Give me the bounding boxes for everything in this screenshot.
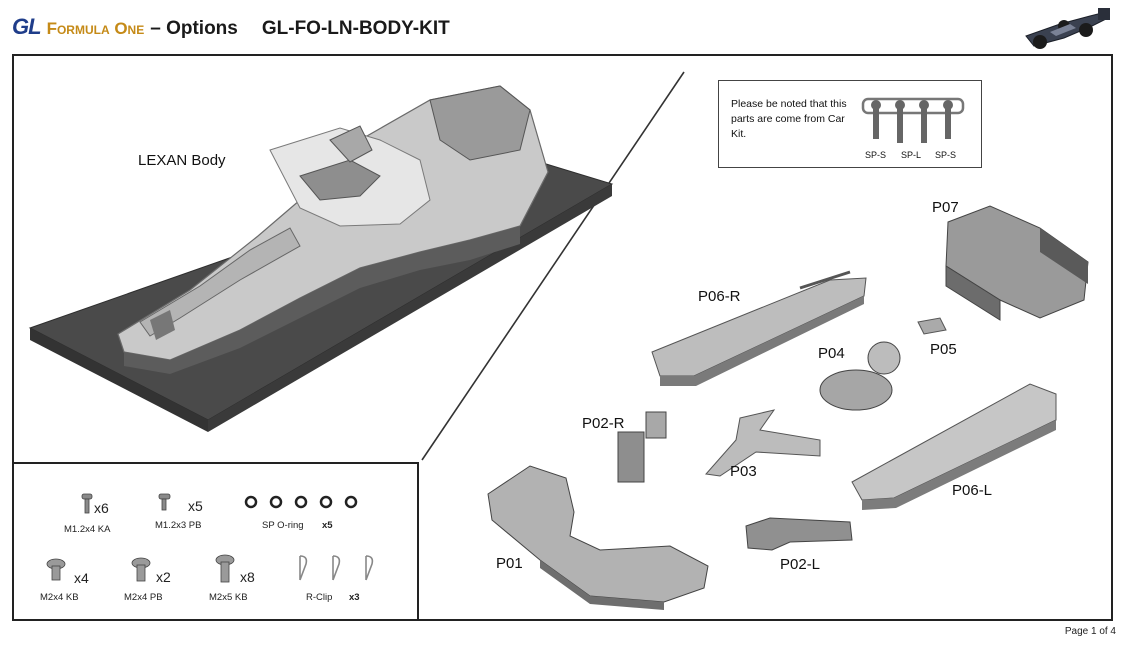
label-p06r: P06-R — [698, 288, 741, 305]
label-p02l: P02-L — [780, 556, 821, 573]
hardware-box — [12, 462, 419, 621]
label-p06l: P06-L — [952, 482, 993, 499]
car-thumbnail-image — [1025, 8, 1110, 49]
kit-code: GL-FO-LN-BODY-KIT — [261, 18, 450, 39]
hw-qty-m2x5kb: x8 — [240, 569, 255, 585]
hw-qty-m2x4pb: x2 — [156, 569, 171, 585]
hw-qty-m12x4ka: x6 — [94, 500, 109, 516]
hw-name-m2x4kb: M2x4 KB — [40, 592, 79, 603]
p07-rear-wing-shape — [945, 205, 1089, 321]
label-p03: P03 — [730, 463, 757, 480]
sp-label-2: SP-L — [901, 150, 922, 160]
p02r-shape — [617, 411, 667, 483]
hw-qty-m2x4kb: x4 — [74, 570, 89, 586]
screw-pb-small-icon — [158, 493, 171, 511]
note-text: Please be noted that this parts are come… — [731, 98, 847, 140]
document-header: GL Formula One – Options GL-FO-LN-BODY-K… — [12, 14, 450, 48]
p02l-shape — [745, 517, 853, 551]
brand-logo-gl: GL — [12, 14, 42, 39]
sp-label-3: SP-S — [935, 150, 957, 160]
page-number: Page 1 of 4 — [1064, 626, 1116, 637]
p03-shape — [705, 409, 821, 477]
hw-qty-rclip: x3 — [349, 592, 360, 603]
brand-formula-one: Formula One — [46, 19, 145, 38]
screw-kb-long-icon — [215, 554, 235, 583]
sp-label-1: SP-S — [865, 150, 887, 160]
p06l-sidepod-shape — [851, 383, 1057, 510]
p06r-sidepod-shape — [651, 270, 867, 386]
p05-shape — [917, 317, 947, 335]
hw-qty-sp-oring: x5 — [322, 520, 333, 531]
hw-name-rclip: R-Clip — [306, 592, 333, 603]
label-p07: P07 — [932, 199, 959, 216]
hw-qty-m12x3pb: x5 — [188, 498, 203, 514]
lexan-body-label: LEXAN Body — [138, 152, 226, 169]
sp-parts-illustration — [861, 97, 965, 143]
hw-name-sp-oring: SP O-ring — [262, 520, 304, 531]
hw-name-m12x4ka: M1.2x4 KA — [64, 524, 111, 535]
r-clip-icons — [299, 555, 374, 581]
hw-name-m2x5kb: M2x5 KB — [209, 592, 248, 603]
p04-shape — [819, 341, 901, 411]
note-box: Please be noted that this parts are come… — [718, 80, 982, 168]
page-title: – Options — [150, 18, 238, 39]
label-p01: P01 — [496, 555, 523, 572]
o-ring-icons — [244, 495, 358, 509]
p01-front-wing-shape — [487, 465, 709, 610]
content-frame — [12, 54, 1113, 621]
label-p04: P04 — [818, 345, 845, 362]
label-p02r: P02-R — [582, 415, 625, 432]
hw-name-m12x3pb: M1.2x3 PB — [155, 520, 202, 531]
label-p05: P05 — [930, 341, 957, 358]
screw-kb-icon — [46, 558, 66, 581]
screw-ka-icon — [81, 493, 93, 514]
hw-name-m2x4pb: M2x4 PB — [124, 592, 163, 603]
screw-pb-icon — [131, 557, 151, 582]
